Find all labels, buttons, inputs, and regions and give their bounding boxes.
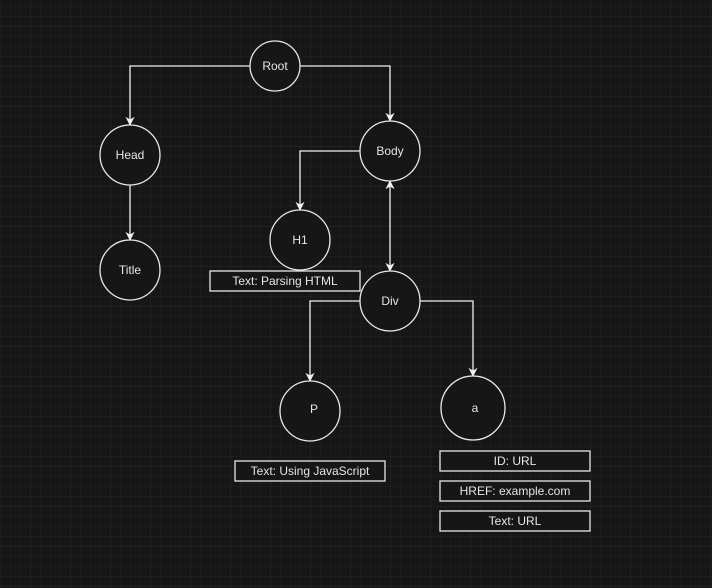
edge-root-body (300, 65, 395, 122)
box-label: Text: Using JavaScript (251, 464, 370, 478)
edge-root-head (125, 65, 250, 126)
h1-text-box[interactable]: Text: Parsing HTML (209, 270, 361, 292)
box-label: ID: URL (494, 454, 537, 468)
box-label: Text: URL (489, 514, 542, 528)
node-label: Div (381, 294, 398, 308)
node-title[interactable]: Title (99, 239, 161, 301)
node-h1[interactable]: H1 (269, 209, 331, 271)
node-label: Title (119, 263, 142, 277)
a-id-box[interactable]: ID: URL (439, 450, 591, 472)
a-text-box[interactable]: Text: URL (439, 510, 591, 532)
node-p[interactable]: P (279, 380, 341, 442)
edge-body-h1 (295, 150, 360, 211)
node-label: Head (116, 148, 145, 162)
edge-div-p (305, 300, 360, 382)
a-href-box[interactable]: HREF: example.com (439, 480, 591, 502)
node-label: Root (262, 59, 288, 73)
box-label: Text: Parsing HTML (232, 274, 338, 288)
node-label: P (310, 402, 318, 416)
node-label: H1 (292, 233, 308, 247)
node-div[interactable]: Div (359, 270, 421, 332)
node-label: Body (376, 144, 403, 158)
box-label: HREF: example.com (460, 484, 571, 498)
node-label: a (472, 401, 479, 415)
node-head[interactable]: Head (99, 124, 161, 186)
edge-div-a (420, 300, 478, 377)
node-body[interactable]: Body (359, 120, 421, 182)
p-text-box[interactable]: Text: Using JavaScript (234, 460, 386, 482)
node-root[interactable]: Root (249, 40, 301, 92)
node-a[interactable]: a (440, 375, 506, 441)
